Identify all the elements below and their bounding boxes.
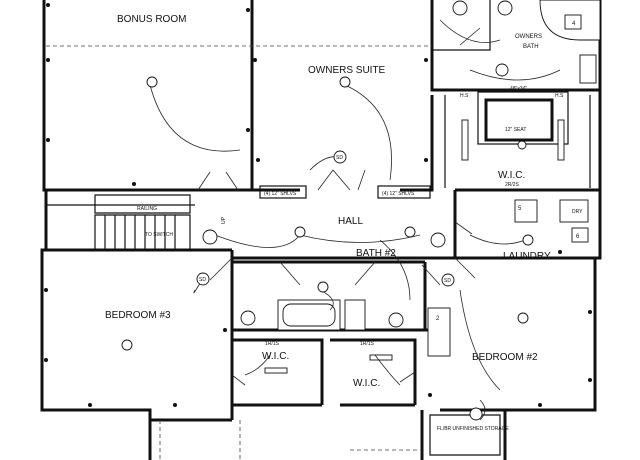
storage-label: FL/BR UNFINISHED STORAGE [437, 426, 510, 432]
owners-bath-label-bottom: BATH [523, 44, 539, 50]
stairs [94, 214, 191, 251]
lower-wic-walls [232, 338, 417, 407]
shelves-left-label: (4) 12" SHLVS [264, 191, 297, 197]
owners-suite-label: OWNERS SUITE [308, 65, 386, 76]
hs-right-label: H.S [555, 93, 564, 99]
bedroom-2-closet-fixture [427, 307, 451, 357]
shower [477, 91, 569, 145]
tag-4: 4 [572, 21, 576, 27]
rod-shelf-right-label: 1R/1S [360, 341, 375, 347]
rod-shelf-left-label: 1R/1S [265, 341, 280, 347]
storage-walls [159, 410, 507, 460]
light-fixtures [121, 63, 534, 421]
doors [197, 27, 481, 386]
wiring [149, 84, 526, 421]
to-switch-label: TO SWITCH [145, 232, 173, 238]
bedroom-3-label: BEDROOM #3 [105, 310, 171, 321]
seat-label: 12" SEAT [505, 127, 526, 133]
room-labels: BONUS ROOM OWNERS SUITE OWNERS BATH HALL… [105, 14, 551, 432]
laundry-label: LAUNDRY [503, 251, 551, 262]
up-label: UP [221, 216, 227, 224]
bedroom-2-label: BEDROOM #2 [472, 352, 538, 363]
rod-shelf-owner-label: 2R/2S [505, 182, 520, 188]
tag-6: 6 [576, 234, 580, 240]
owners-bath-fixtures [439, 0, 601, 84]
tag-2: 2 [436, 316, 440, 322]
owners-wic-walls [444, 95, 591, 188]
fan-owners-label: SD [336, 155, 343, 161]
misc-labels: RAILING TO SWITCH UP (4) 12" SHLVS (4) 1… [137, 86, 583, 347]
shelves-right-label: (4) 12" SHLVS [382, 191, 415, 197]
fan-bedroom3-label: SD [199, 277, 206, 283]
tag-5: 5 [518, 206, 522, 212]
owners-wic-label: W.I.C. [498, 170, 525, 181]
hall-walls [46, 185, 457, 260]
fan-bedroom2-label: SD [444, 278, 451, 284]
hall-label: HALL [338, 216, 363, 227]
bonus-room-label: BONUS ROOM [117, 14, 186, 25]
left-wic-label: W.I.C. [262, 351, 289, 362]
owners-bath-label-top: OWNERS [515, 34, 542, 40]
shower-size-label: 48"x34" [510, 86, 527, 92]
dryer-label: DRY [572, 209, 583, 215]
outlets [44, 3, 592, 407]
fan-labels: SD SD SD [199, 155, 451, 284]
bath-2-label: BATH #2 [356, 248, 396, 259]
laundry-fixtures [455, 199, 595, 260]
bath-2-walls [232, 260, 430, 332]
hs-left-label: H.S [460, 93, 469, 99]
right-wic-label: W.I.C. [353, 378, 380, 389]
railing-label: RAILING [137, 206, 157, 212]
number-tags: 4 5 6 2 [436, 21, 580, 322]
